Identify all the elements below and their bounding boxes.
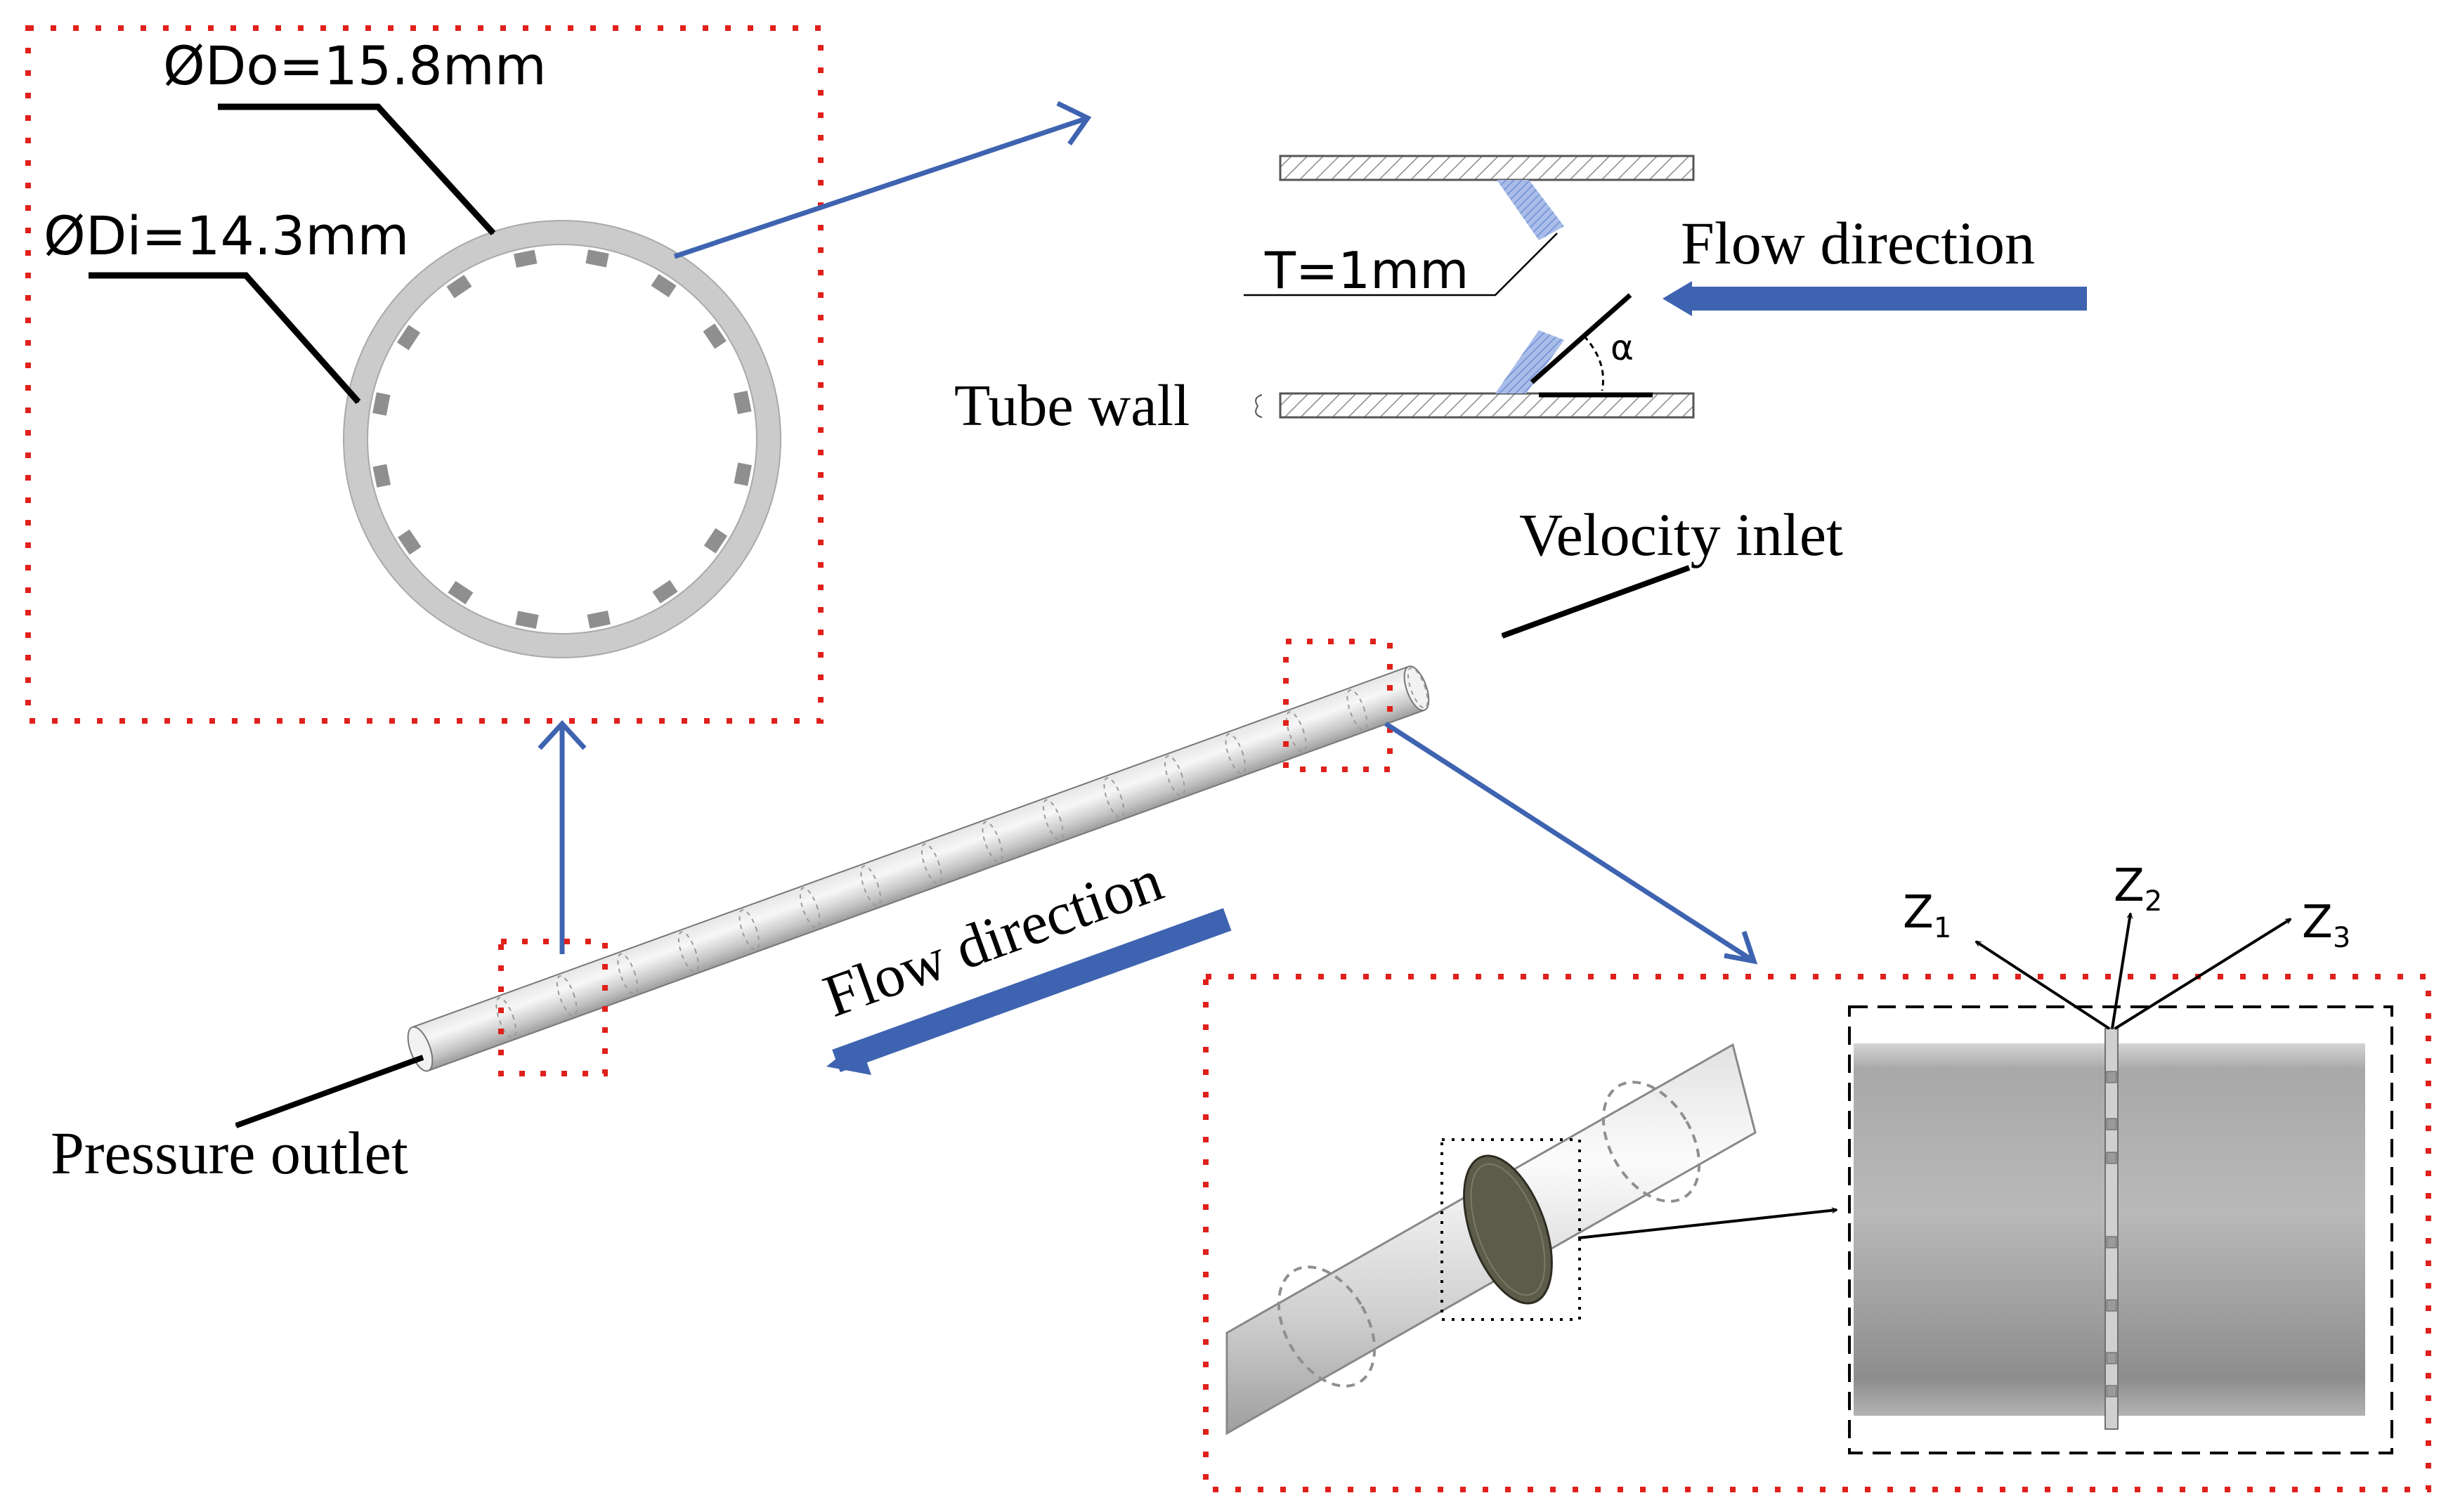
insert-ring: [738, 909, 760, 951]
upper-tube-wall: [1279, 155, 1695, 181]
insert-mark: [514, 249, 538, 268]
insert-ring: [1225, 733, 1247, 775]
alpha-angle-line: [1530, 293, 1632, 384]
insert-mark: [587, 610, 611, 629]
velocity-inlet-callout: Velocity inlet: [1502, 501, 1843, 639]
z3-label: Z3: [2302, 897, 2350, 954]
alpha-arc: [1582, 334, 1605, 391]
insert-ring: [982, 821, 1003, 863]
insert-mark: [651, 273, 677, 298]
insert-ring: [556, 975, 578, 1017]
flow-direction-top-arrow-head: [1663, 281, 1692, 316]
zoom-detail-box: [1203, 974, 2431, 1492]
insert-slot: [2106, 1236, 2117, 1249]
insert-mark: [585, 249, 609, 268]
insert-slot: [2106, 1071, 2117, 1083]
insert-mark: [703, 528, 728, 554]
flow-direction-top-arrow-shaft: [1684, 287, 2087, 311]
zoom-connector-arrow-head: [1724, 930, 1758, 965]
lower-tube-wall: [1279, 392, 1695, 419]
insert-selection-arrow: [1577, 1210, 1837, 1239]
insert-mark: [652, 580, 678, 604]
insert-slot: [2106, 1152, 2117, 1164]
thickness-label: T=1mm: [1264, 241, 1469, 300]
enlarged-insert-view: [1854, 1028, 2365, 1430]
insert-slot: [2106, 1352, 2117, 1364]
insert-geometry-sketch: T=1mm α Tube wall Flow direction: [954, 155, 2087, 438]
zoomed-tube-segment: [1225, 1043, 1757, 1435]
z2-label: Z2: [2114, 860, 2162, 918]
inner-diameter-callout: ØDi=14.3mm: [44, 204, 409, 404]
detail-connector-arrows: [538, 100, 1092, 954]
insert-ring: [1407, 667, 1429, 709]
insert-mark: [446, 275, 472, 299]
velocity-inlet-label: Velocity inlet: [1519, 501, 1843, 568]
insert-ring: [920, 843, 942, 885]
cross-section-detail-box: [25, 25, 824, 724]
z-direction-vectors: [1976, 913, 2291, 1030]
insert-ring: [799, 887, 821, 929]
insert-ring: [860, 865, 882, 907]
insert-slot: [2106, 1118, 2117, 1130]
enlarged-view-box: [1848, 1005, 2393, 1454]
insert-slot: [2106, 1385, 2117, 1397]
flow-direction-top-label: Flow direction: [1681, 209, 2035, 277]
insert-ring: [495, 997, 517, 1039]
outer-diameter-callout: ØDo=15.8mm: [163, 34, 547, 236]
insert-mark: [733, 391, 752, 415]
insert-mark: [448, 580, 474, 605]
pressure-outlet-label: Pressure outlet: [51, 1119, 408, 1187]
tube-cross-section: [343, 220, 781, 658]
insert-selection-box: [1440, 1138, 1581, 1321]
insert-marks: [372, 249, 752, 629]
pressure-outlet-callout: Pressure outlet: [51, 1055, 424, 1187]
z1-label: Z1: [1903, 887, 1951, 944]
tube-wall-label: Tube wall: [954, 373, 1190, 438]
insert-mark: [515, 611, 539, 629]
insert-ring: [1042, 799, 1064, 841]
tube-outlet-end: [407, 1026, 434, 1072]
highlighted-insert-face: [1463, 1154, 1553, 1305]
zoom-connector-arrow: [1384, 722, 1755, 963]
flow-direction-main-arrow-shaft: [832, 908, 1232, 1072]
insert-ring: [1164, 755, 1185, 797]
insert-slots: [2106, 1071, 2117, 1397]
upper-insert: [1497, 180, 1564, 240]
outlet-zone-highlight: [498, 939, 608, 1076]
tube-insert-rings: [495, 667, 1429, 1039]
flow-direction-main-arrow-head: [826, 1041, 871, 1075]
insert-ring: [1346, 689, 1368, 731]
insert-mark: [703, 323, 727, 349]
insert-ring: [1285, 711, 1307, 753]
insert-ring: [677, 931, 699, 973]
tube-inlet-end: [1403, 665, 1430, 712]
alpha-label: α: [1611, 327, 1634, 368]
insert-mark: [398, 529, 422, 555]
insert-mark: [372, 464, 391, 488]
insert-mark: [734, 462, 752, 486]
insert-mark: [372, 392, 391, 416]
insert-mark: [396, 325, 421, 351]
main-tube: [407, 665, 1430, 1072]
tube-wall-brace: [1255, 394, 1263, 418]
insert-ring: [1103, 777, 1125, 819]
lower-insert: [1495, 330, 1564, 393]
insert-slot: [2106, 1299, 2117, 1312]
inner-diameter-label: ØDi=14.3mm: [44, 204, 409, 267]
insert-ring: [617, 953, 639, 995]
thickness-leader: [1244, 233, 1558, 296]
outer-diameter-label: ØDo=15.8mm: [163, 34, 547, 97]
